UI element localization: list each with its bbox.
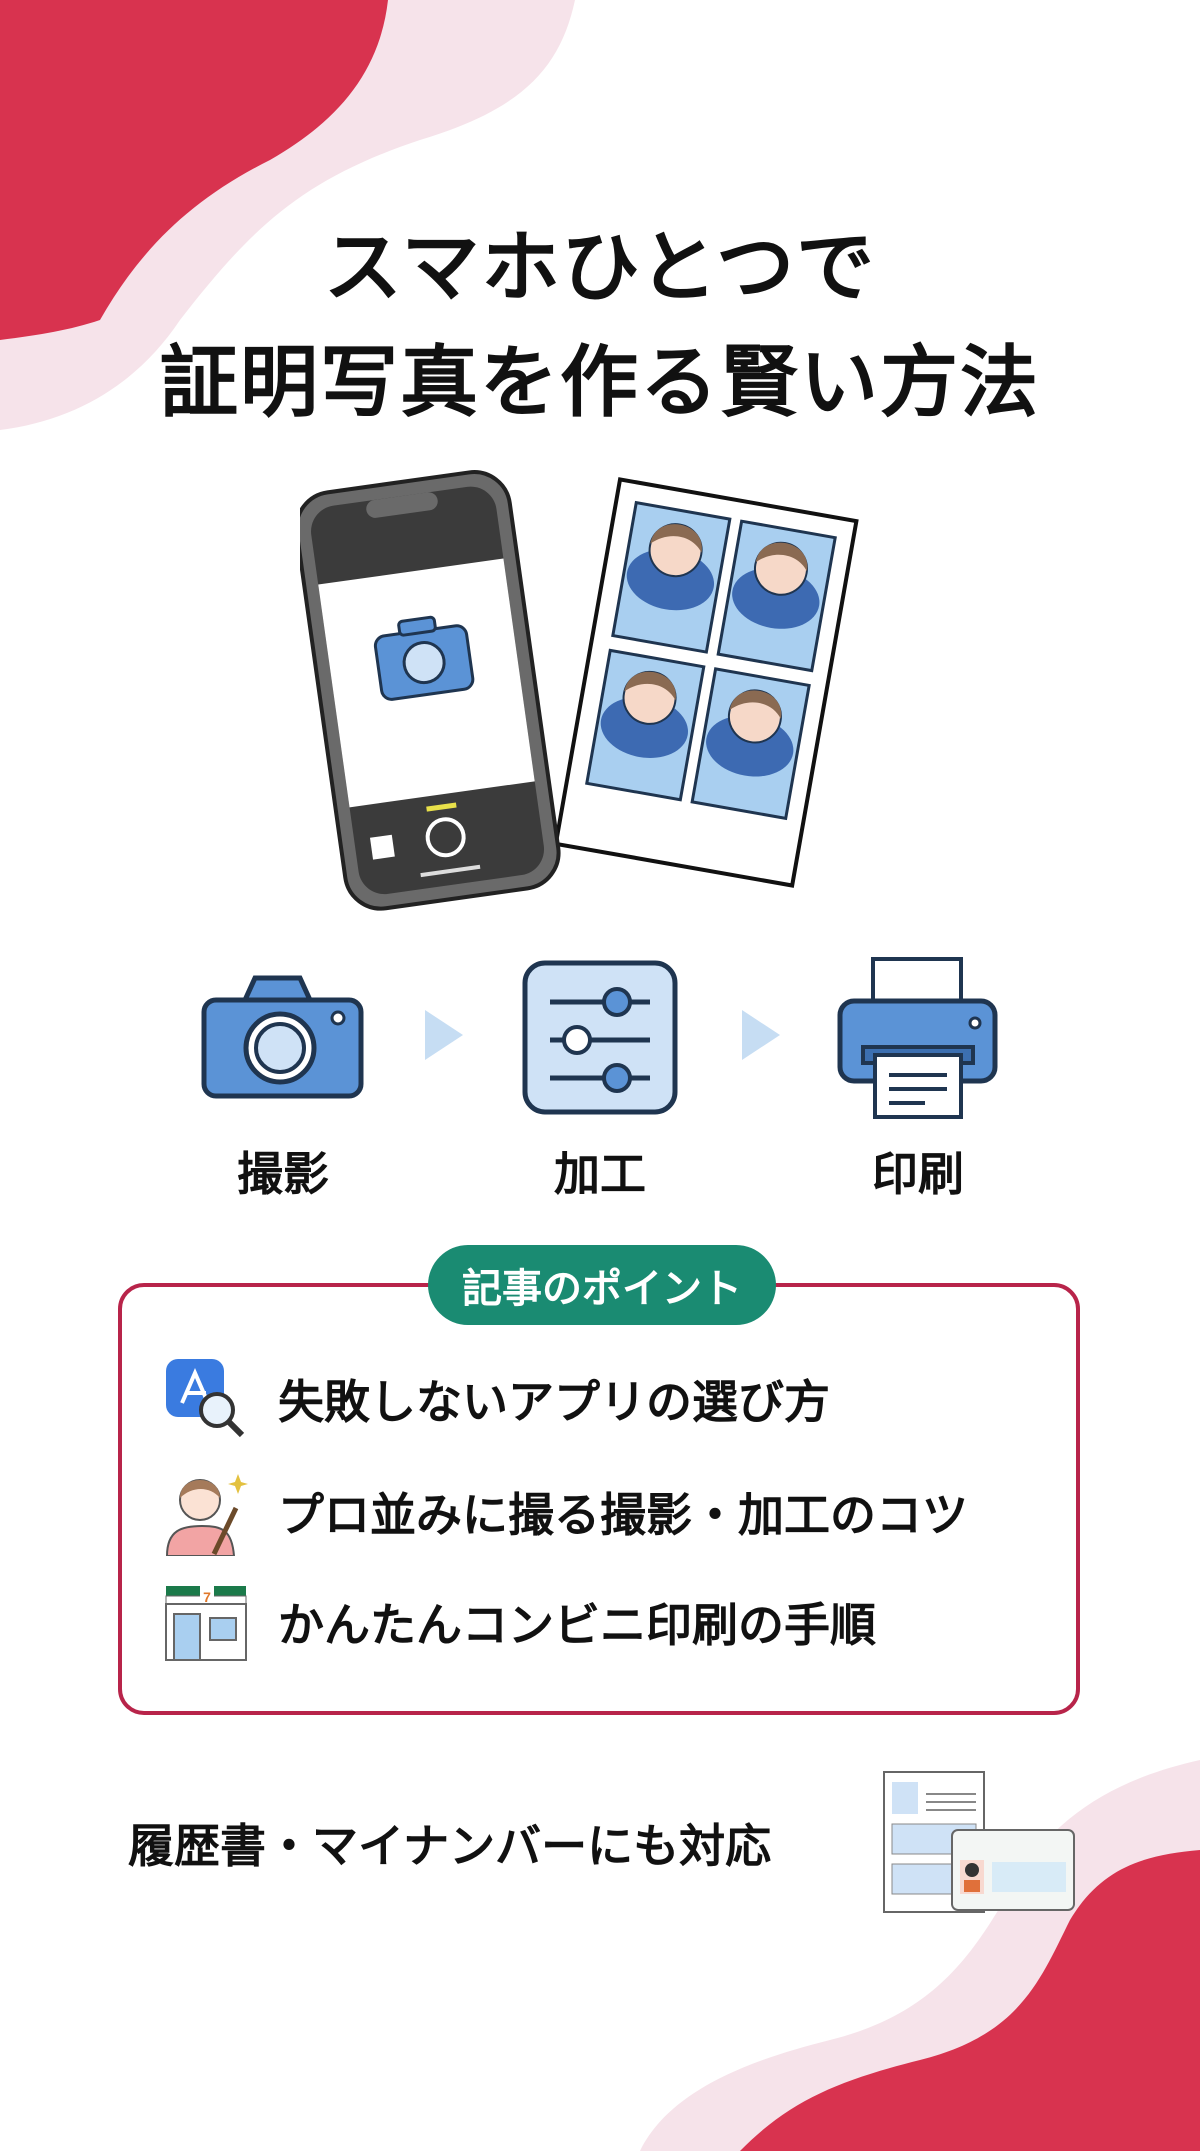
sliders-icon [522, 960, 678, 1115]
page-title-line2: 証明写真を作る賢い方法 [159, 338, 1040, 428]
arrow-right-icon [425, 1010, 463, 1060]
resume-and-id-card-icon [883, 1771, 1075, 1913]
arrow-right-icon [742, 1010, 780, 1060]
supported-documents-text: 履歴書・マイナンバーにも対応 [128, 1819, 772, 1873]
top-left-decoration [0, 0, 575, 430]
point-text: 失敗しないアプリの選び方 [278, 1375, 830, 1429]
step-label-edit: 加工 [554, 1147, 646, 1201]
page-title-line1: スマホひとつで [323, 223, 877, 313]
person-brush-icon [165, 1474, 248, 1556]
point-item: 7 かんたんコンビニ印刷の手順 [162, 1582, 876, 1662]
process-steps: 撮影 加工 印刷 [0, 950, 1200, 1201]
point-item: プロ並みに撮る撮影・加工のコツ [162, 1468, 968, 1556]
hero-illustration [300, 470, 859, 911]
convenience-store-icon: 7 [165, 1586, 247, 1661]
point-item: 失敗しないアプリの選び方 [162, 1355, 830, 1443]
step-label-shoot: 撮影 [237, 1147, 329, 1201]
app-store-search-icon [166, 1359, 245, 1438]
point-text: プロ並みに撮る撮影・加工のコツ [278, 1488, 968, 1542]
article-points-box [118, 1283, 1080, 1715]
smartphone-camera-icon [300, 470, 561, 911]
id-photo-sheet-icon [553, 477, 859, 888]
printer-icon [837, 957, 998, 1119]
camera-icon [201, 975, 364, 1099]
svg-text:7: 7 [203, 1589, 211, 1605]
article-points-badge: 記事のポイント [428, 1245, 776, 1325]
step-label-print: 印刷 [872, 1147, 964, 1201]
point-text: かんたんコンビニ印刷の手順 [278, 1598, 876, 1652]
